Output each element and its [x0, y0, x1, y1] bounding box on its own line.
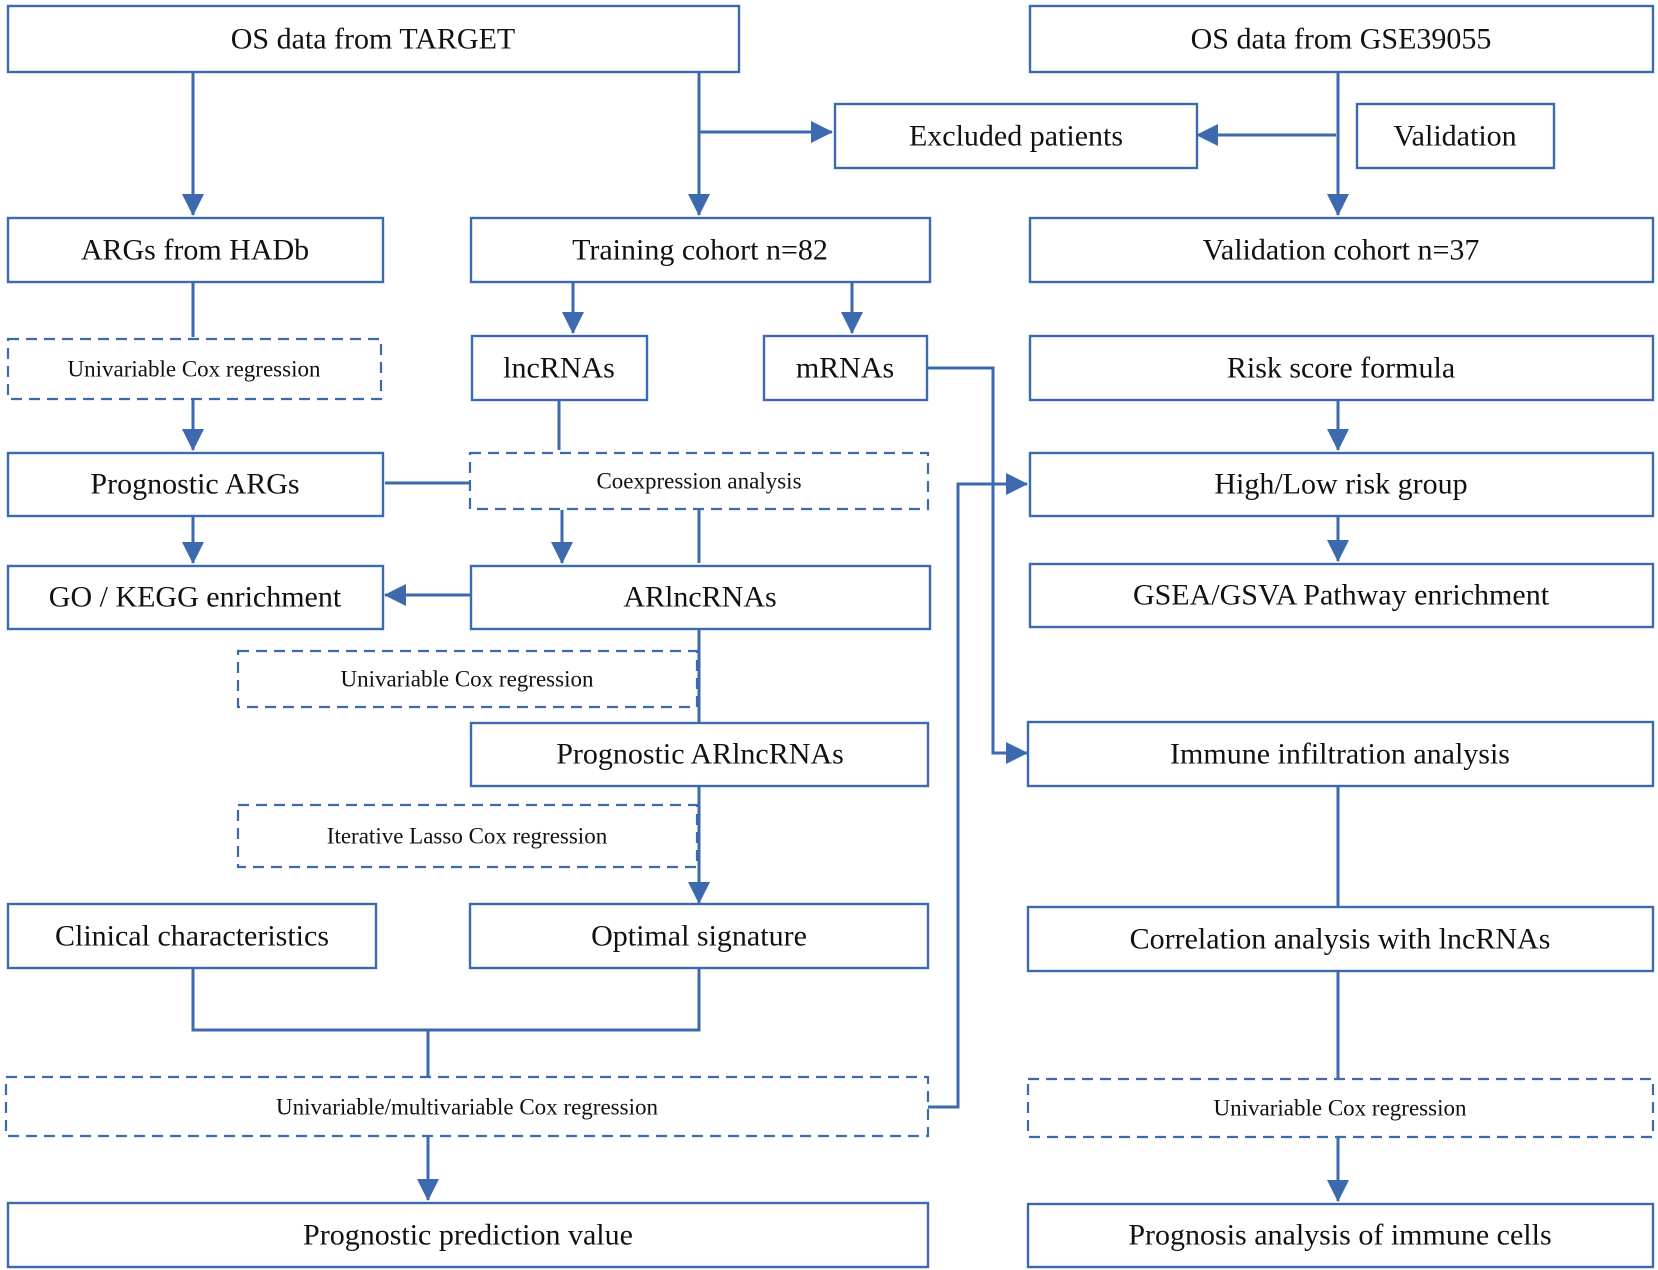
node-univariable-cox-3: Univariable Cox regression	[1026, 1077, 1655, 1139]
node-lncrnas-label: lncRNAs	[503, 352, 615, 385]
node-prognostic-prediction-value-label: Prognostic prediction value	[303, 1219, 633, 1252]
node-arlncrnas-label: ARlncRNAs	[623, 581, 776, 614]
node-validation-cohort: Validation cohort n=37	[1028, 216, 1655, 284]
node-coexpression-analysis-label: Coexpression analysis	[596, 469, 801, 494]
node-prognostic-args-label: Prognostic ARGs	[90, 468, 299, 501]
node-os-gse: OS data from GSE39055	[1028, 4, 1655, 74]
node-multivariable-cox-label: Univariable/multivariable Cox regression	[276, 1095, 658, 1120]
node-univariable-cox-1-label: Univariable Cox regression	[68, 357, 321, 382]
node-args-hadb: ARGs from HADb	[6, 216, 385, 284]
node-go-kegg: GO / KEGG enrichment	[6, 564, 385, 631]
node-training-cohort: Training cohort n=82	[469, 216, 932, 284]
node-coexpression-analysis: Coexpression analysis	[468, 451, 930, 511]
node-prognosis-immune-cells: Prognosis analysis of immune cells	[1026, 1202, 1655, 1269]
node-correlation-analysis: Correlation analysis with lncRNAs	[1026, 905, 1655, 973]
node-training-cohort-label: Training cohort n=82	[572, 234, 828, 267]
node-validation-label: Validation	[1393, 120, 1516, 153]
node-gsea-gsva: GSEA/GSVA Pathway enrichment	[1028, 562, 1655, 629]
node-univariable-cox-3-label: Univariable Cox regression	[1214, 1096, 1467, 1121]
node-args-hadb-label: ARGs from HADb	[81, 234, 309, 267]
node-univariable-cox-2: Univariable Cox regression	[236, 649, 699, 709]
node-gsea-gsva-label: GSEA/GSVA Pathway enrichment	[1133, 579, 1550, 612]
node-prognostic-prediction-value: Prognostic prediction value	[6, 1201, 930, 1269]
node-prognostic-arlncrnas-label: Prognostic ARlncRNAs	[556, 738, 844, 771]
node-risk-score-formula-label: Risk score formula	[1227, 352, 1455, 385]
node-mrnas-label: mRNAs	[796, 352, 894, 385]
node-os-gse-label: OS data from GSE39055	[1191, 23, 1492, 56]
node-clinical-characteristics: Clinical characteristics	[6, 902, 378, 970]
arrow-mrnas-to-immune-infiltration	[928, 366, 1028, 764]
node-prognosis-immune-cells-label: Prognosis analysis of immune cells	[1128, 1219, 1551, 1252]
node-lncrnas: lncRNAs	[470, 334, 649, 402]
node-multivariable-cox: Univariable/multivariable Cox regression	[4, 1075, 930, 1138]
node-optimal-signature: Optimal signature	[468, 902, 930, 970]
node-risk-group: High/Low risk group	[1028, 451, 1655, 518]
connectors	[182, 73, 1349, 1202]
node-prognostic-arlncrnas: Prognostic ARlncRNAs	[469, 721, 930, 788]
node-univariable-cox-1: Univariable Cox regression	[6, 337, 383, 401]
node-clinical-characteristics-label: Clinical characteristics	[55, 920, 329, 953]
node-prognostic-args: Prognostic ARGs	[6, 451, 385, 518]
node-risk-score-formula: Risk score formula	[1028, 334, 1655, 402]
node-immune-infiltration: Immune infiltration analysis	[1026, 720, 1655, 788]
node-mrnas: mRNAs	[762, 334, 929, 402]
node-correlation-analysis-label: Correlation analysis with lncRNAs	[1130, 923, 1551, 956]
node-excluded-patients: Excluded patients	[833, 102, 1199, 170]
node-go-kegg-label: GO / KEGG enrichment	[49, 581, 342, 614]
node-validation: Validation	[1355, 102, 1556, 170]
node-iterative-lasso-label: Iterative Lasso Cox regression	[327, 824, 608, 849]
node-os-target: OS data from TARGET	[6, 4, 741, 74]
node-immune-infiltration-label: Immune infiltration analysis	[1170, 738, 1510, 771]
node-optimal-signature-label: Optimal signature	[591, 920, 807, 953]
node-excluded-patients-label: Excluded patients	[909, 120, 1123, 153]
node-validation-cohort-label: Validation cohort n=37	[1203, 234, 1480, 267]
arrow-multi-cox-to-risk-group	[928, 473, 1028, 1109]
node-risk-group-label: High/Low risk group	[1214, 468, 1467, 501]
node-iterative-lasso: Iterative Lasso Cox regression	[236, 803, 699, 869]
node-arlncrnas: ARlncRNAs	[469, 564, 932, 631]
node-univariable-cox-2-label: Univariable Cox regression	[341, 667, 594, 692]
node-os-target-label: OS data from TARGET	[231, 23, 516, 56]
line-clinical-merge	[191, 967, 701, 1032]
